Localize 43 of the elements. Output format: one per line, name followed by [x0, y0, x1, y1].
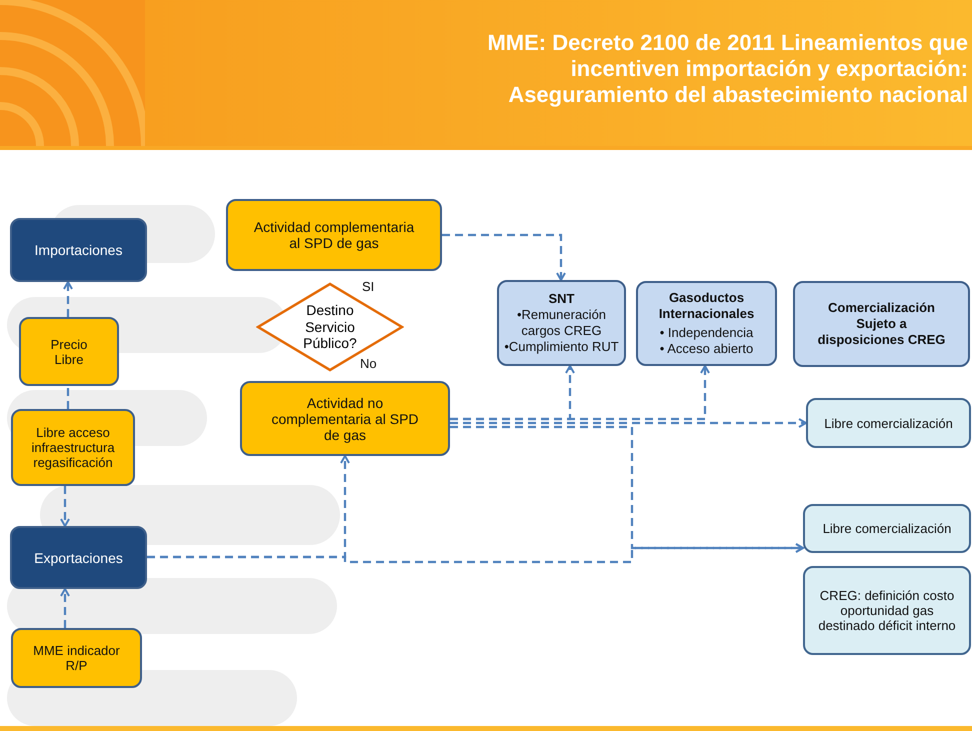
decision-diamond — [256, 282, 404, 372]
box-text: Libre acceso infraestructura regasificación — [30, 425, 116, 470]
process-box — [226, 199, 442, 271]
branch-label: SI — [362, 279, 374, 294]
info-box — [636, 281, 777, 366]
info-box — [793, 281, 970, 367]
box-text: CREG: definición costo oportunidad gas destinado déficit interno — [817, 588, 957, 633]
branch-label: No — [360, 356, 377, 371]
process-box — [11, 628, 142, 688]
box-text: MME indicador R/P — [32, 643, 121, 673]
box-text: Actividad no complementaria al SPD de gas — [270, 394, 420, 442]
arrow — [60, 588, 70, 628]
process-box — [11, 409, 135, 486]
box-text: Actividad complementaria al SPD de gas — [252, 219, 416, 251]
box-text: Importaciones — [34, 242, 122, 258]
result-box — [803, 566, 971, 655]
slide-title: MME: Decreto 2100 de 2011 Lineamientos que incentiven importación y exportación: Aseguramiento del abastecimiento nacional — [486, 30, 968, 108]
process-box — [10, 218, 147, 282]
arrow — [63, 281, 73, 317]
arrow — [60, 486, 70, 527]
arrow — [450, 418, 807, 428]
process-box — [19, 317, 119, 386]
info-box — [497, 280, 626, 366]
box-heading: SNT — [548, 290, 574, 307]
arrow — [442, 234, 566, 281]
result-box — [806, 398, 971, 448]
box-text: Precio Libre — [50, 336, 88, 366]
box-heading: Gasoductos Internacionales — [658, 290, 756, 322]
bullet-text: • Acceso abierto — [660, 340, 754, 357]
box-text: Destino Servicio Público? — [302, 302, 358, 352]
connector-line — [66, 386, 70, 409]
box-text: Comercialización Sujeto a disposiciones CREG — [816, 300, 946, 348]
bullet-text: •Remuneración cargos CREG — [516, 306, 608, 340]
bullet-text: • Independencia — [660, 324, 754, 341]
arrow — [147, 543, 804, 564]
result-box — [803, 504, 971, 553]
process-box — [240, 381, 450, 456]
process-box — [10, 526, 147, 589]
bullet-text: •Cumplimiento RUT — [504, 339, 619, 356]
box-text: Exportaciones — [34, 550, 123, 566]
box-text: Libre comercialización — [822, 521, 952, 536]
box-text: Libre comercialización — [824, 416, 953, 430]
arrow — [450, 365, 710, 420]
